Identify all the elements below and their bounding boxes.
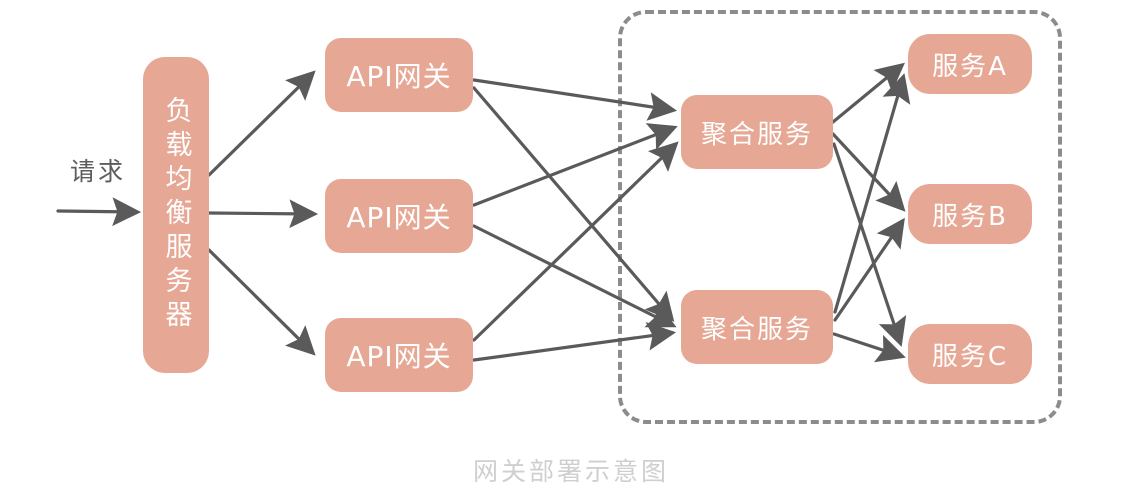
edge-request-to-load-balancer xyxy=(56,197,142,227)
node-api-gateway-2[interactable]: API网关 xyxy=(325,179,473,253)
node-service-c[interactable]: 服务C xyxy=(908,324,1032,384)
request-label: 请求 xyxy=(70,157,127,186)
edge-lb-to-gateway-2 xyxy=(207,199,319,229)
node-api-gateway-3[interactable]: API网关 xyxy=(325,318,473,392)
node-service-a[interactable]: 服务A xyxy=(908,34,1032,94)
node-api-gateway-1[interactable]: API网关 xyxy=(325,38,473,112)
diagram-caption: 网关部署示意图 xyxy=(472,457,669,486)
node-service-b[interactable]: 服务B xyxy=(908,184,1032,244)
edge-lb-to-gateway-3 xyxy=(207,248,316,356)
edge-lb-to-gateway-1 xyxy=(207,70,316,177)
node-aggregation-service-2[interactable]: 聚合服务 xyxy=(681,290,833,364)
node-aggregation-service-1[interactable]: 聚合服务 xyxy=(681,95,833,169)
node-load-balancer[interactable]: 负载均衡服务器 xyxy=(143,57,209,373)
